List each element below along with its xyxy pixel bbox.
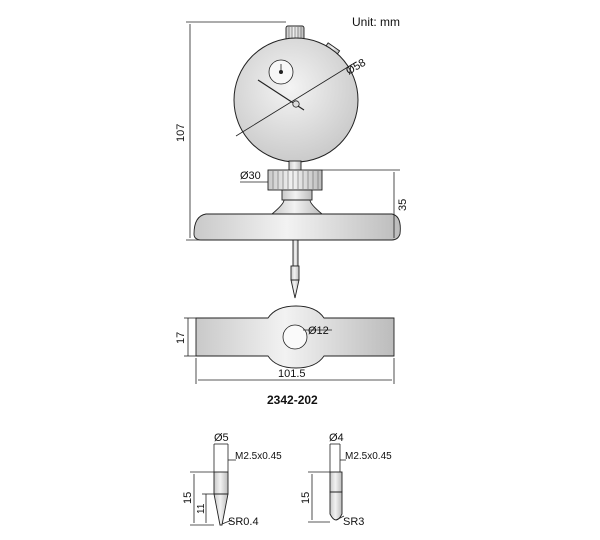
tip-b-radius-label: SR3 — [343, 516, 364, 528]
base-bridge — [270, 199, 324, 215]
bore-dia-label: Ø12 — [308, 325, 329, 337]
tip-a-sub-length-label: 11 — [196, 503, 207, 514]
stem-dia-label: Ø30 — [240, 170, 261, 182]
base-height-label: 35 — [397, 199, 409, 211]
tip-a-dia-label: Ø5 — [214, 432, 229, 444]
front-view: Ø58 Ø30 107 35 — [175, 21, 409, 299]
dial-face — [233, 37, 359, 163]
unit-label: Unit: mm — [352, 15, 400, 29]
tip-b-body — [329, 491, 343, 521]
probe-tip-point — [290, 279, 300, 299]
height-total-label: 107 — [175, 124, 187, 142]
tip-a-radius-label: SR0.4 — [228, 516, 259, 528]
tip-b-length-label: 15 — [300, 492, 312, 504]
tip-a-cone — [213, 493, 229, 526]
dial-stem — [288, 160, 302, 172]
model-number: 2342-202 — [267, 393, 318, 407]
tip-b-dia-label: Ø4 — [329, 432, 344, 444]
width-label: 17 — [175, 332, 187, 344]
dial-dia-leader — [235, 61, 357, 137]
tip-a-detail: Ø5 M2.5x0.45 15 11 SR0.4 — [182, 432, 282, 528]
collar — [281, 189, 313, 201]
tip-a-thread — [213, 471, 229, 495]
clamp-nut — [267, 169, 323, 191]
tip-b-thread — [329, 471, 343, 493]
length-label: 101.5 — [278, 368, 306, 380]
tip-a-length-label: 15 — [182, 492, 194, 504]
tip-b-thread-label: M2.5x0.45 — [345, 451, 392, 462]
knob-ridges — [288, 27, 302, 39]
probe-rod — [292, 239, 299, 267]
tip-a-thread-label: M2.5x0.45 — [235, 451, 282, 462]
dial-dia-label: Ø58 — [344, 57, 368, 78]
top-view: Ø12 17 101.5 — [175, 305, 395, 384]
probe-tip-body — [290, 265, 300, 281]
bore-circle — [282, 324, 308, 350]
nut-ridges — [272, 171, 319, 189]
base-plate — [193, 213, 401, 241]
tip-b-detail: Ø4 M2.5x0.45 15 SR3 — [300, 432, 392, 528]
